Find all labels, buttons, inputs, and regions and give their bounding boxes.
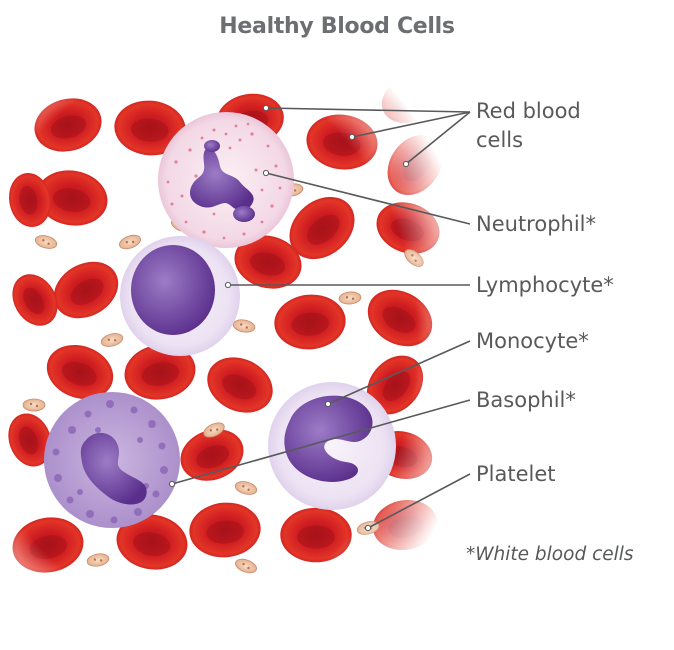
label-monocyte: Monocyte* [476,329,589,353]
leader-dot [262,104,270,112]
red-blood-cell [8,511,88,579]
red-blood-cell [375,69,445,131]
label-neutrophil: Neutrophil* [476,212,597,236]
platelet [22,398,46,412]
leader-dots [168,104,410,532]
platelet [233,478,259,498]
leader-neutrophil [265,172,471,225]
lymphocyte-cell [120,236,240,356]
red-blood-cell [302,109,382,175]
leader-dot [402,160,410,168]
leader-dot [348,133,356,141]
platelet [33,232,59,252]
label-red-blood-cells-line1: Red blood [476,99,581,123]
red-blood-cell [198,347,282,423]
red-blood-cell [272,291,348,353]
red-blood-cell [28,91,108,159]
leader-dot [364,524,372,532]
leader-monocyte [327,340,471,405]
leader-dot [324,400,332,408]
red-blood-cell [368,495,442,555]
platelet [231,317,257,335]
footnote-white-blood-cells: *White blood cells [466,544,634,565]
monocyte-cell [268,382,396,510]
leader-basophil [171,399,471,485]
leader-dot [262,169,270,177]
label-lymphocyte: Lymphocyte* [476,273,614,297]
leader-lines [171,107,471,529]
diagram-title: Healthy Blood Cells [219,14,455,39]
red-blood-cell [357,278,443,358]
red-blood-cell [280,507,352,563]
platelet [85,551,111,569]
leader-red-blood-cells-1 [265,107,471,113]
leader-red-blood-cells-3 [405,111,471,165]
red-blood-cell [187,499,263,561]
basophil-cell [44,392,180,528]
platelet [117,232,143,252]
leader-dot [224,281,232,289]
platelet [233,556,259,576]
red-blood-cell [43,250,129,330]
label-platelet: Platelet [476,462,556,486]
platelet [99,330,125,350]
leader-platelet [367,473,471,529]
platelet [338,290,362,306]
leader-dot [168,480,176,488]
neutrophil-cell [158,112,294,248]
leader-red-blood-cells-2 [351,111,471,138]
label-basophil: Basophil* [476,388,576,412]
red-blood-cell [376,124,454,206]
label-red-blood-cells-line2: cells [476,128,524,152]
